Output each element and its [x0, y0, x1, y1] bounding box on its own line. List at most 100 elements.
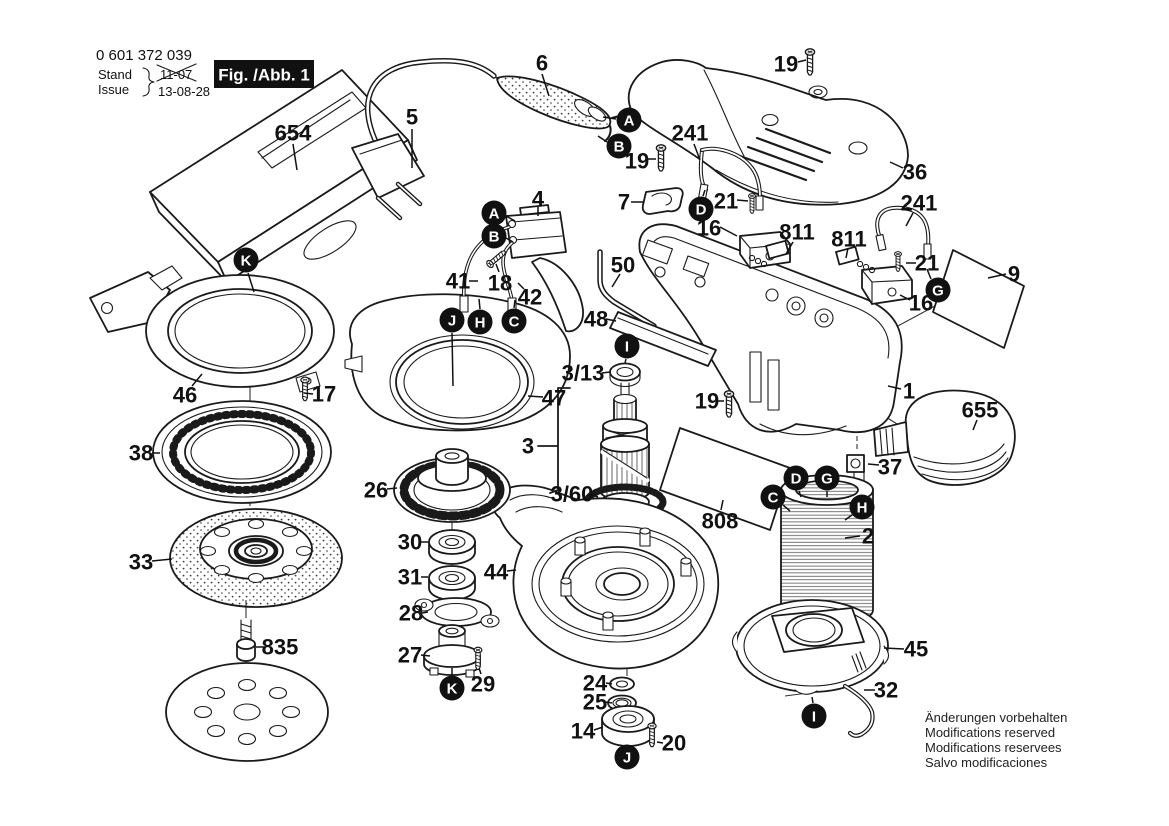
callout-D-12: D: [783, 465, 809, 491]
part-label-31: 31: [398, 565, 422, 590]
screw-19-top-drawing: [804, 47, 816, 76]
leader-line-1: [887, 385, 902, 390]
leader-line-241: [905, 212, 914, 227]
callout-K-7: K: [233, 247, 259, 273]
callout-letter-J: J: [448, 313, 456, 330]
plate-48-drawing: [609, 311, 717, 367]
callout-circle-J: [614, 744, 640, 770]
part-label-835: 835: [262, 635, 299, 660]
callout-circle-K: [233, 247, 259, 273]
part-label-808: 808: [702, 509, 739, 534]
callout-letter-K: K: [447, 681, 458, 698]
callout-leader-J-4: [451, 332, 454, 387]
callout-K-15: K: [439, 675, 465, 701]
bearing-flange-45-drawing: [731, 599, 890, 738]
bottom-housing-44-drawing: [491, 484, 720, 670]
leader-line-16: [719, 226, 738, 237]
part-label-3-13: 3/13: [562, 361, 605, 386]
part-label-28: 28: [399, 601, 423, 626]
leader-line-18: [495, 263, 500, 273]
rod-50-drawing: [597, 249, 657, 329]
part-label-6: 6: [536, 51, 548, 76]
callout-B-3: B: [481, 223, 507, 249]
part-label-1: 1: [903, 379, 915, 404]
callout-circle-A: [616, 107, 642, 133]
switch-4-drawing: [505, 204, 584, 333]
part-label-45: 45: [904, 637, 928, 662]
dust-box-655-drawing: [873, 389, 1016, 486]
strike-through: [156, 63, 197, 82]
bearing-ring-38-drawing: [152, 400, 332, 504]
leader-line-25: [605, 701, 613, 704]
part-label-4: 4: [532, 187, 545, 212]
leader-line-36: [889, 161, 904, 169]
callout-leader-D-12: [798, 490, 802, 498]
callout-circle-D: [688, 196, 714, 222]
screw-19-left-drawing: [655, 143, 667, 172]
carbon-brush-811-left-drawing: [748, 239, 790, 268]
callout-letter-C: C: [509, 314, 520, 331]
leader-line-29: [478, 667, 482, 675]
callout-letter-A: A: [624, 113, 635, 130]
part-label-21: 21: [915, 251, 939, 276]
leader-line-46: [191, 373, 203, 387]
figure-label: Fig. /Abb. 1: [218, 66, 310, 85]
callout-leader-I-16: [811, 696, 814, 704]
part-label-19: 19: [695, 389, 719, 414]
part-label-654: 654: [275, 121, 312, 146]
main-housing-1-drawing: [638, 223, 903, 436]
leader-line-17: [303, 392, 314, 395]
plate-808-drawing: [659, 427, 791, 531]
brush-holder-16-left-drawing: [739, 231, 791, 269]
fan-26-drawing: [393, 448, 511, 523]
callout-letter-H: H: [475, 315, 486, 332]
leader-line-16: [899, 294, 911, 301]
callout-leader-K-7: [247, 272, 255, 293]
issue-label: Issue: [98, 82, 129, 97]
stand-label: Stand: [98, 67, 132, 82]
note-line-fr: Modifications reservees: [925, 740, 1062, 755]
part-label-26: 26: [364, 478, 388, 503]
callout-letter-D: D: [791, 471, 802, 488]
screw-21-right-drawing: [893, 250, 903, 272]
callout-D-8: D: [688, 196, 714, 222]
title-block: 0 601 372 039 Stand Issue 11-07 13-08-28…: [96, 47, 314, 99]
screw-17-drawing: [300, 376, 310, 402]
note-line-es: Salvo modificaciones: [925, 755, 1048, 770]
power-cord-5-drawing: [351, 58, 497, 221]
leader-line-19: [797, 59, 807, 63]
carbon-brush-811-right-drawing: [835, 245, 876, 274]
callout-I-16: I: [801, 703, 827, 729]
callout-leader-G-9: [926, 268, 932, 280]
callout-A-0: A: [616, 107, 642, 133]
screw-19-mid-drawing: [723, 389, 735, 418]
brush-holder-16-right-drawing: [861, 265, 913, 305]
leader-line-42: [517, 282, 525, 290]
part-label-32: 32: [874, 678, 898, 703]
callout-leader-I-10: [624, 358, 627, 364]
note-line-de: Änderungen vorbehalten: [925, 710, 1067, 725]
part-label-14: 14: [571, 719, 596, 744]
shroud-46-drawing: [89, 265, 335, 393]
eccentric-27-drawing: [423, 624, 481, 678]
top-cover-36-drawing: [627, 59, 909, 206]
issue-date: 13-08-28: [158, 84, 210, 99]
callout-leader-C-11: [782, 504, 791, 512]
callout-G-13: G: [814, 465, 840, 491]
leader-line-20: [656, 741, 664, 744]
part-label-27: 27: [398, 643, 422, 668]
leader-line-9: [987, 273, 1007, 279]
leader-line-3-13: [601, 371, 611, 374]
part-label-30: 30: [398, 530, 422, 555]
callout-circle-G: [814, 465, 840, 491]
callout-letter-J: J: [623, 750, 631, 767]
callout-circle-H: [849, 494, 875, 520]
callout-A-2: A: [481, 200, 507, 226]
bracket-3: [537, 387, 571, 494]
wire-241-right-drawing: [875, 205, 932, 260]
leader-line-45: [883, 647, 905, 650]
part-label-19: 19: [774, 52, 798, 77]
leader-line-2: [844, 535, 861, 539]
part-label-17: 17: [312, 382, 336, 407]
